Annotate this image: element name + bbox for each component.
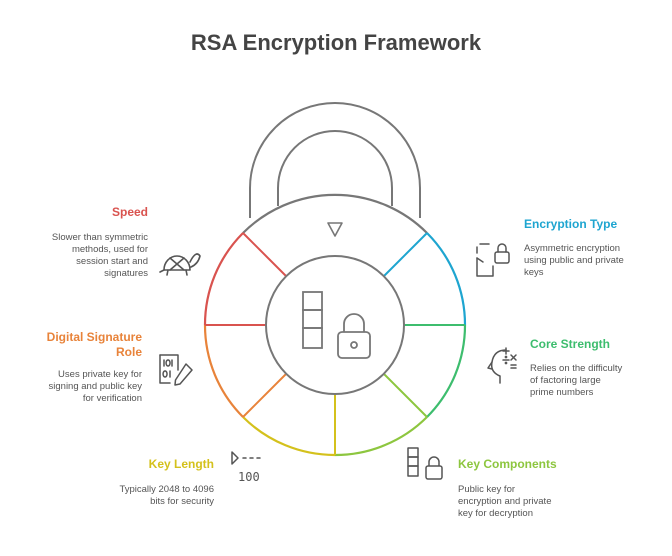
padlock-shackle-outer (249, 102, 421, 218)
padlock-shackle-inner (277, 130, 393, 206)
core-strength-heading: Core Strength (530, 337, 611, 351)
spoke-components-strength (383, 373, 428, 418)
down-triangle-icon (327, 222, 343, 237)
signature-heading: Digital Signature Role (46, 330, 142, 359)
spoke-signature-keylength (242, 373, 287, 418)
ring-segment-core-strength (426, 324, 467, 418)
binary-document-pen-icon (159, 354, 193, 386)
key-length-heading: Key Length (148, 457, 214, 471)
signature-description: Uses private key for signing and public … (48, 369, 142, 404)
ring-segment-key-components (334, 416, 428, 457)
ring-segment-key-length (242, 416, 336, 457)
blocks-lock-icon (407, 447, 443, 480)
document-lock-icon (476, 243, 510, 277)
ring-segment-signature (203, 324, 244, 418)
speed-description: Slower than symmetric methods, used for … (51, 232, 148, 279)
ring-top-arc (242, 193, 428, 234)
inner-circle (265, 255, 405, 395)
ring-segment-encryption-type (426, 232, 467, 326)
length-arrow-icon (231, 451, 261, 465)
diagram-title: RSA Encryption Framework (190, 30, 482, 55)
speed-heading: Speed (111, 205, 148, 219)
key-length-description: Typically 2048 to 4096 bits for security (119, 484, 214, 507)
encryption-type-description: Asymmetric encryption using public and p… (524, 243, 624, 278)
core-strength-description: Relies on the difficulty of factoring la… (530, 363, 623, 398)
center-lock-icon (337, 313, 371, 359)
head-math-icon (487, 347, 517, 384)
key-components-description: Public key for encryption and private ke… (458, 484, 552, 519)
key-components-heading: Key Components (458, 457, 557, 471)
ring-segment-speed (203, 232, 244, 326)
length-100-icon: 100 (238, 470, 260, 484)
turtle-icon (159, 253, 201, 276)
spoke-type (383, 232, 428, 277)
center-blocks-icon (302, 291, 323, 349)
encryption-type-heading: Encryption Type (524, 217, 618, 231)
spoke-speed (242, 232, 287, 277)
